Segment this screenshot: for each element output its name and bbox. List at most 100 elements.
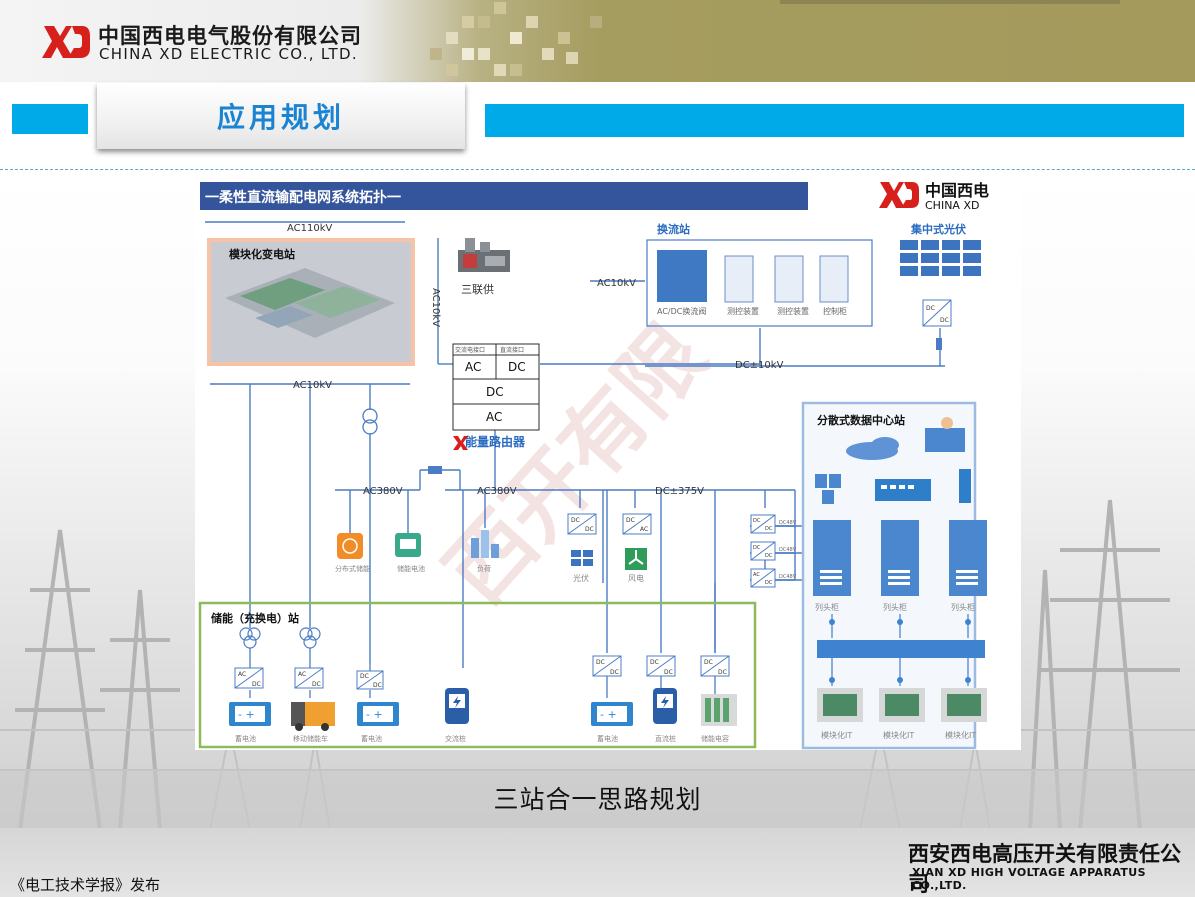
router-cell-ac-top: AC [465, 360, 481, 374]
footer-company-name-en: XIAN XD HIGH VOLTAGE APPARATUS CO.,LTD. [912, 866, 1146, 892]
central-pv-dc-in: DC [926, 305, 935, 312]
company-name-en: CHINA XD ELECTRIC CO., LTD. [99, 45, 358, 63]
storage-converter-3-dc-out: DC [373, 682, 382, 689]
it-label-3: 模块化IT [945, 730, 976, 740]
modular-it-units [817, 688, 987, 722]
bus-label-ac10-vertical: AC10kV [430, 288, 441, 327]
bus-label-dc375: DC±375V [655, 486, 704, 497]
load-building-icon [471, 530, 499, 558]
load-label-building: 负荷 [477, 564, 491, 573]
converter-station-frame [646, 239, 873, 327]
dashed-divider [0, 169, 1195, 170]
storage-item-label-0: 蓄电池 [235, 734, 256, 743]
it-label-1: 模块化IT [821, 730, 852, 740]
rack-label-2: 列头柜 [883, 602, 907, 612]
dc48-converter-1-in: DC [753, 518, 761, 524]
small-pv-panel-icon [571, 550, 593, 566]
pv-small-label: 光伏 [573, 573, 589, 583]
converter-item-3: 控制柜 [823, 306, 847, 316]
router-port-ac: 交流电接口 [455, 346, 485, 354]
load-label-distributed-storage: 分布式储能 [335, 564, 370, 573]
bus-label-ac380-mid: AC380V [477, 486, 517, 497]
bus-label-ac380-left: AC380V [363, 486, 403, 497]
dc48-converter-1-out: DC [765, 526, 773, 532]
storage-converter-2-ac: AC [298, 671, 306, 678]
solar-panel-array-icon [900, 240, 981, 276]
title-bar-right [485, 104, 1184, 137]
header-accent-line [780, 0, 1120, 4]
storage-converter-1-ac: AC [238, 671, 246, 678]
operator-workstation-icon [925, 417, 965, 452]
diagram-logo-en: CHINA XD [925, 199, 979, 212]
storage-tower-icon [959, 469, 971, 503]
wind-converter-ac: AC [640, 526, 648, 533]
dc48-converter-3-out: DC [765, 580, 773, 586]
supercapacitor-icon [701, 694, 737, 726]
dc48-tag-2: DC48V [779, 547, 797, 553]
battery-icon-2: - + [357, 702, 399, 726]
storage-converters [234, 655, 730, 690]
converter-item-1: 测控装置 [727, 306, 759, 316]
section-tab: 应用规划 [97, 83, 465, 149]
title-bar-left [12, 104, 88, 134]
server-cluster-icon [815, 474, 841, 504]
storage-converter-1-dc: DC [252, 681, 261, 688]
router-cell-dc-top: DC [508, 360, 526, 374]
dc48-converter-3-in: AC [753, 572, 760, 578]
dc48-converter-2-out: DC [765, 553, 773, 559]
pv-converter-dc-in: DC [571, 517, 580, 524]
storage-item-label-3: 交流桩 [445, 734, 466, 743]
storage-item-label-6: 储能电容 [701, 734, 729, 743]
datacenter-bus-bar [817, 640, 985, 658]
storage-item-label-4: 蓄电池 [597, 734, 618, 743]
converter-item-0: AC/DC换流阀 [657, 306, 706, 316]
rack-cabinets [813, 520, 987, 596]
rack-label-3: 列头柜 [951, 602, 975, 612]
storage-item-label-2: 蓄电池 [361, 734, 382, 743]
dc48-tag-3: DC48V [779, 574, 797, 580]
storage-item-label-1: 移动储能车 [293, 734, 328, 743]
storage-converter-6-dc-out: DC [718, 669, 727, 676]
router-xd-mark-icon [453, 436, 468, 450]
diagram-title: 一柔性直流输配电网系统拓扑一 [205, 189, 401, 206]
trigeneration-icon [458, 238, 510, 272]
network-switch-icon [875, 479, 931, 501]
bus-lines [205, 221, 945, 668]
battery-icon: - + [229, 702, 271, 726]
energy-router-label: 能量路由器 [465, 434, 526, 449]
bus-tie-breaker [428, 466, 442, 474]
company-name-cn: 中国西电电气股份有限公司 [98, 24, 362, 48]
topology-diagram-svg: 一柔性直流输配电网系统拓扑一 中国西电 CHINA XD 西开有限 [198, 181, 989, 750]
battery-icon-3: - + [591, 702, 633, 726]
publisher-note: 《电工技术学报》发布 [10, 876, 161, 894]
storage-station-title: 储能（充换电）站 [211, 611, 299, 625]
svg-text:- +: - + [600, 708, 617, 721]
converter-item-2: 测控装置 [777, 306, 809, 316]
bus-label-dc10: DC±10kV [735, 360, 784, 371]
central-pv-label: 集中式光伏 [910, 222, 966, 236]
storage-converter-5-dc-in: DC [650, 659, 659, 666]
storage-converter-5-dc-out: DC [664, 669, 673, 676]
distributed-storage-icon [337, 533, 363, 559]
footer-band [0, 828, 1195, 897]
xd-logo-icon [42, 26, 90, 58]
footer-company-name-cn: 西安西电高压开关有限责任公司 [908, 842, 1181, 896]
trigeneration-label: 三联供 [461, 282, 494, 296]
wind-label: 风电 [628, 573, 644, 583]
wind-converter-dc: DC [626, 517, 635, 524]
pv-converter-dc-out: DC [585, 526, 594, 533]
mobile-storage-truck-icon [291, 702, 335, 731]
converter-station-label: 换流站 [657, 222, 690, 236]
storage-converter-3-dc-in: DC [360, 673, 369, 680]
rack-label-1: 列头柜 [815, 602, 839, 612]
datacenter-title: 分散式数据中心站 [817, 413, 905, 427]
bus-label-ac10-top: AC10kV [597, 278, 636, 289]
modular-substation-label: 模块化变电站 [229, 247, 295, 261]
ac-charger-icon [445, 688, 469, 724]
central-pv-dc-out: DC [940, 317, 949, 324]
topology-diagram: 一柔性直流输配电网系统拓扑一 中国西电 CHINA XD 西开有限 [195, 178, 1021, 750]
storage-converter-6-dc-in: DC [704, 659, 713, 666]
central-pv-fuse [936, 338, 942, 350]
router-cell-ac-bottom: AC [486, 410, 502, 424]
transformer-icon [362, 408, 378, 435]
